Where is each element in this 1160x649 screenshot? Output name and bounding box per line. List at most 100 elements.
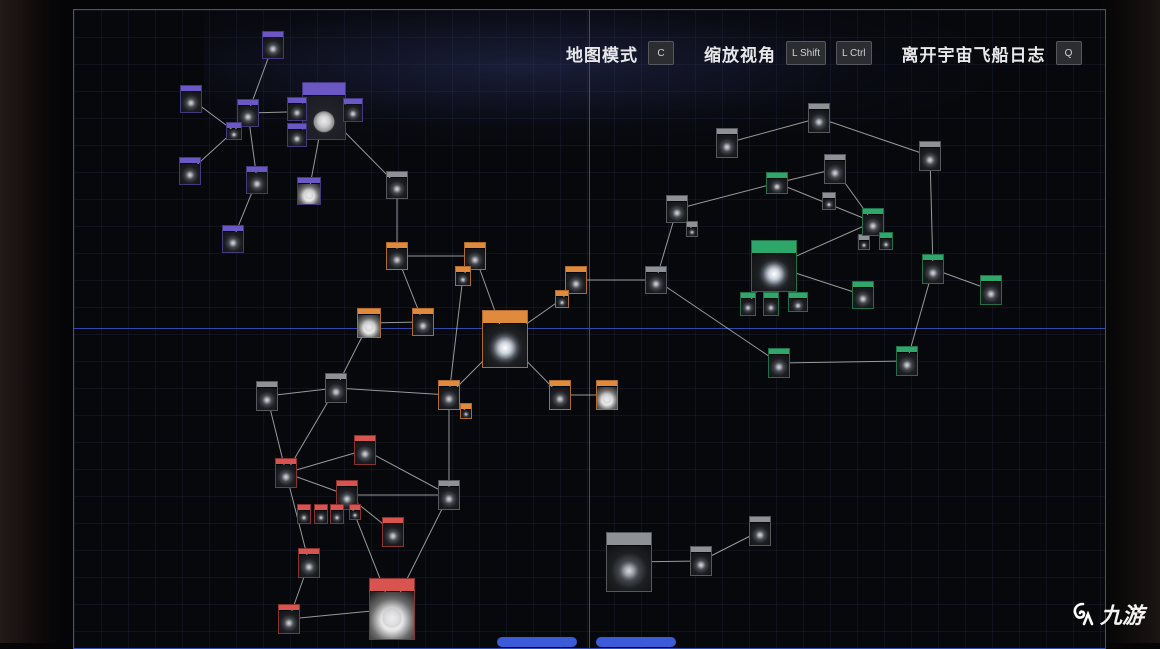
map-node-gn6[interactable] <box>788 292 808 312</box>
map-node-o11[interactable] <box>549 380 571 410</box>
bottom-tab-1[interactable] <box>497 637 577 647</box>
map-node-gr5[interactable] <box>822 192 836 210</box>
node-thumbnail <box>566 273 586 293</box>
map-node-o5[interactable] <box>357 308 381 338</box>
map-node-gr7[interactable] <box>716 128 738 158</box>
map-node-gn1[interactable] <box>766 172 788 194</box>
node-thumbnail <box>897 353 917 375</box>
map-node-o12[interactable] <box>596 380 618 410</box>
rumor-map-frame[interactable] <box>73 9 1106 649</box>
node-glyph-icon <box>292 109 302 117</box>
map-node-gr2[interactable] <box>666 195 688 223</box>
map-node-gn4[interactable] <box>740 292 756 316</box>
map-node-r5[interactable] <box>314 504 328 524</box>
map-node-gn3[interactable] <box>751 240 797 292</box>
node-tag <box>923 255 943 260</box>
node-thumbnail <box>465 249 485 269</box>
map-node-gr13[interactable] <box>749 516 771 546</box>
map-node-gn7[interactable] <box>852 281 874 309</box>
map-node-p6[interactable] <box>343 98 363 122</box>
map-node-g3[interactable] <box>325 373 347 403</box>
map-node-gn8[interactable] <box>879 232 893 250</box>
map-node-gr6[interactable] <box>858 234 870 250</box>
node-glyph-icon <box>268 44 278 54</box>
map-node-p7[interactable] <box>287 123 307 147</box>
map-mode-label: 地图模式 <box>566 45 638 66</box>
map-node-gn11[interactable] <box>896 346 918 376</box>
map-node-p3[interactable] <box>237 99 259 127</box>
map-node-o3[interactable] <box>455 266 471 286</box>
map-node-r4[interactable] <box>297 504 311 524</box>
map-node-p12[interactable] <box>222 225 244 253</box>
map-node-o2[interactable] <box>464 242 486 270</box>
map-node-r8[interactable] <box>298 548 320 578</box>
map-node-gr3[interactable] <box>645 266 667 294</box>
map-node-r6[interactable] <box>330 504 344 524</box>
map-node-r11[interactable] <box>349 504 361 520</box>
map-node-p4[interactable] <box>302 82 346 140</box>
map-node-gn10[interactable] <box>980 275 1002 305</box>
map-node-o10[interactable] <box>460 403 472 419</box>
map-node-r1[interactable] <box>275 458 297 488</box>
map-node-gr8[interactable] <box>808 103 830 133</box>
exit-log-key[interactable]: Q <box>1055 41 1082 65</box>
map-node-o4[interactable] <box>565 266 587 294</box>
map-node-r7[interactable] <box>382 517 404 547</box>
map-node-r2[interactable] <box>354 435 376 465</box>
map-node-gr4[interactable] <box>686 221 698 237</box>
map-node-gr1[interactable] <box>438 480 460 510</box>
map-node-p2[interactable] <box>180 85 202 113</box>
map-node-gr11[interactable] <box>606 532 652 592</box>
control-hints: 地图模式 C 缩放视角 L Shift L Ctrl 离开宇宙飞船日志 Q <box>566 40 1082 66</box>
map-mode-key[interactable]: C <box>648 41 674 65</box>
node-tag <box>789 293 807 298</box>
node-thumbnail <box>288 130 306 146</box>
map-node-o9[interactable] <box>438 380 460 410</box>
node-tag <box>279 605 299 610</box>
node-tag <box>337 481 357 486</box>
map-node-o7[interactable] <box>482 310 528 368</box>
node-glyph-icon <box>830 168 840 179</box>
map-node-p9[interactable] <box>179 157 201 185</box>
bottom-tab-2[interactable] <box>596 637 676 647</box>
node-glyph-icon <box>925 155 935 166</box>
map-node-r10[interactable] <box>369 578 415 640</box>
map-node-o8[interactable] <box>555 290 569 308</box>
node-thumbnail <box>298 184 320 204</box>
node-tag <box>456 267 470 272</box>
map-node-p10[interactable] <box>297 177 321 205</box>
map-node-p5[interactable] <box>287 97 307 121</box>
map-node-gr10[interactable] <box>919 141 941 171</box>
map-node-gn12[interactable] <box>768 348 790 378</box>
node-tag <box>687 222 697 227</box>
map-node-o1[interactable] <box>386 242 408 270</box>
node-tag <box>331 505 343 510</box>
map-node-p11[interactable] <box>246 166 268 194</box>
map-node-gn9[interactable] <box>922 254 944 284</box>
node-tag <box>303 83 345 95</box>
node-tag <box>355 436 375 441</box>
map-node-p8[interactable] <box>226 122 242 140</box>
node-tag <box>767 173 787 178</box>
zoom-out-key[interactable]: L Ctrl <box>835 41 872 65</box>
map-node-r3[interactable] <box>336 480 358 510</box>
map-node-g2[interactable] <box>256 381 278 411</box>
map-node-gr12[interactable] <box>690 546 712 576</box>
map-node-gr9[interactable] <box>824 154 846 184</box>
map-node-g1[interactable] <box>386 171 408 199</box>
map-node-gn2[interactable] <box>862 208 884 236</box>
node-glyph-icon <box>722 142 732 153</box>
node-thumbnail <box>597 387 617 409</box>
node-thumbnail <box>456 273 470 285</box>
node-thumbnail <box>276 465 296 487</box>
node-thumbnail <box>344 105 362 121</box>
node-thumbnail <box>257 388 277 410</box>
map-node-gn5[interactable] <box>763 292 779 316</box>
map-node-p1[interactable] <box>262 31 284 59</box>
map-node-o6[interactable] <box>412 308 434 336</box>
node-thumbnail <box>227 129 241 139</box>
zoom-in-key[interactable]: L Shift <box>786 41 826 65</box>
node-glyph-icon <box>444 394 454 405</box>
map-node-r9[interactable] <box>278 604 300 634</box>
